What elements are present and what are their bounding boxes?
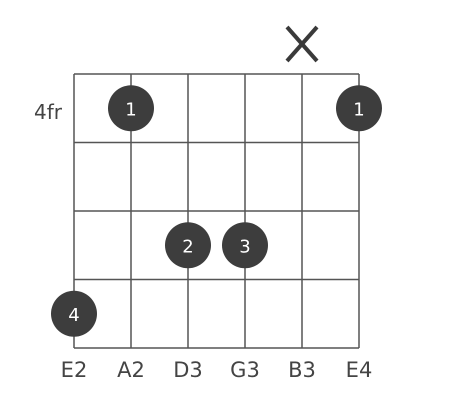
finger-number: 1 — [353, 99, 364, 120]
string-name-label: G3 — [230, 358, 260, 382]
finger-number: 1 — [125, 99, 136, 120]
finger-number: 2 — [182, 236, 193, 257]
finger-dot-circle — [108, 85, 154, 132]
muted-string-x-icon — [285, 25, 319, 63]
finger-number: 3 — [239, 236, 250, 257]
muted-string-markers — [285, 25, 319, 63]
string-name-label: E4 — [346, 358, 373, 382]
fret-position-label: 4fr — [34, 100, 63, 124]
finger-dot-circle — [51, 290, 97, 337]
finger-number: 4 — [68, 305, 79, 326]
finger-dot-circle — [165, 222, 211, 269]
finger-dot: 1 — [336, 85, 382, 132]
finger-dot: 4 — [51, 290, 97, 337]
finger-dot-circle — [222, 222, 268, 269]
finger-dot: 3 — [222, 222, 268, 269]
string-name-label: D3 — [173, 358, 203, 382]
finger-dot: 1 — [108, 85, 154, 132]
string-names: E2 A2 D3 G3 B3 E4 — [61, 358, 373, 382]
string-name-label: B3 — [288, 358, 316, 382]
string-name-label: E2 — [61, 358, 88, 382]
finger-dot-circle — [336, 85, 382, 132]
finger-dots: 1 1 2 3 4 — [51, 85, 382, 337]
finger-dot: 2 — [165, 222, 211, 269]
string-name-label: A2 — [117, 358, 145, 382]
